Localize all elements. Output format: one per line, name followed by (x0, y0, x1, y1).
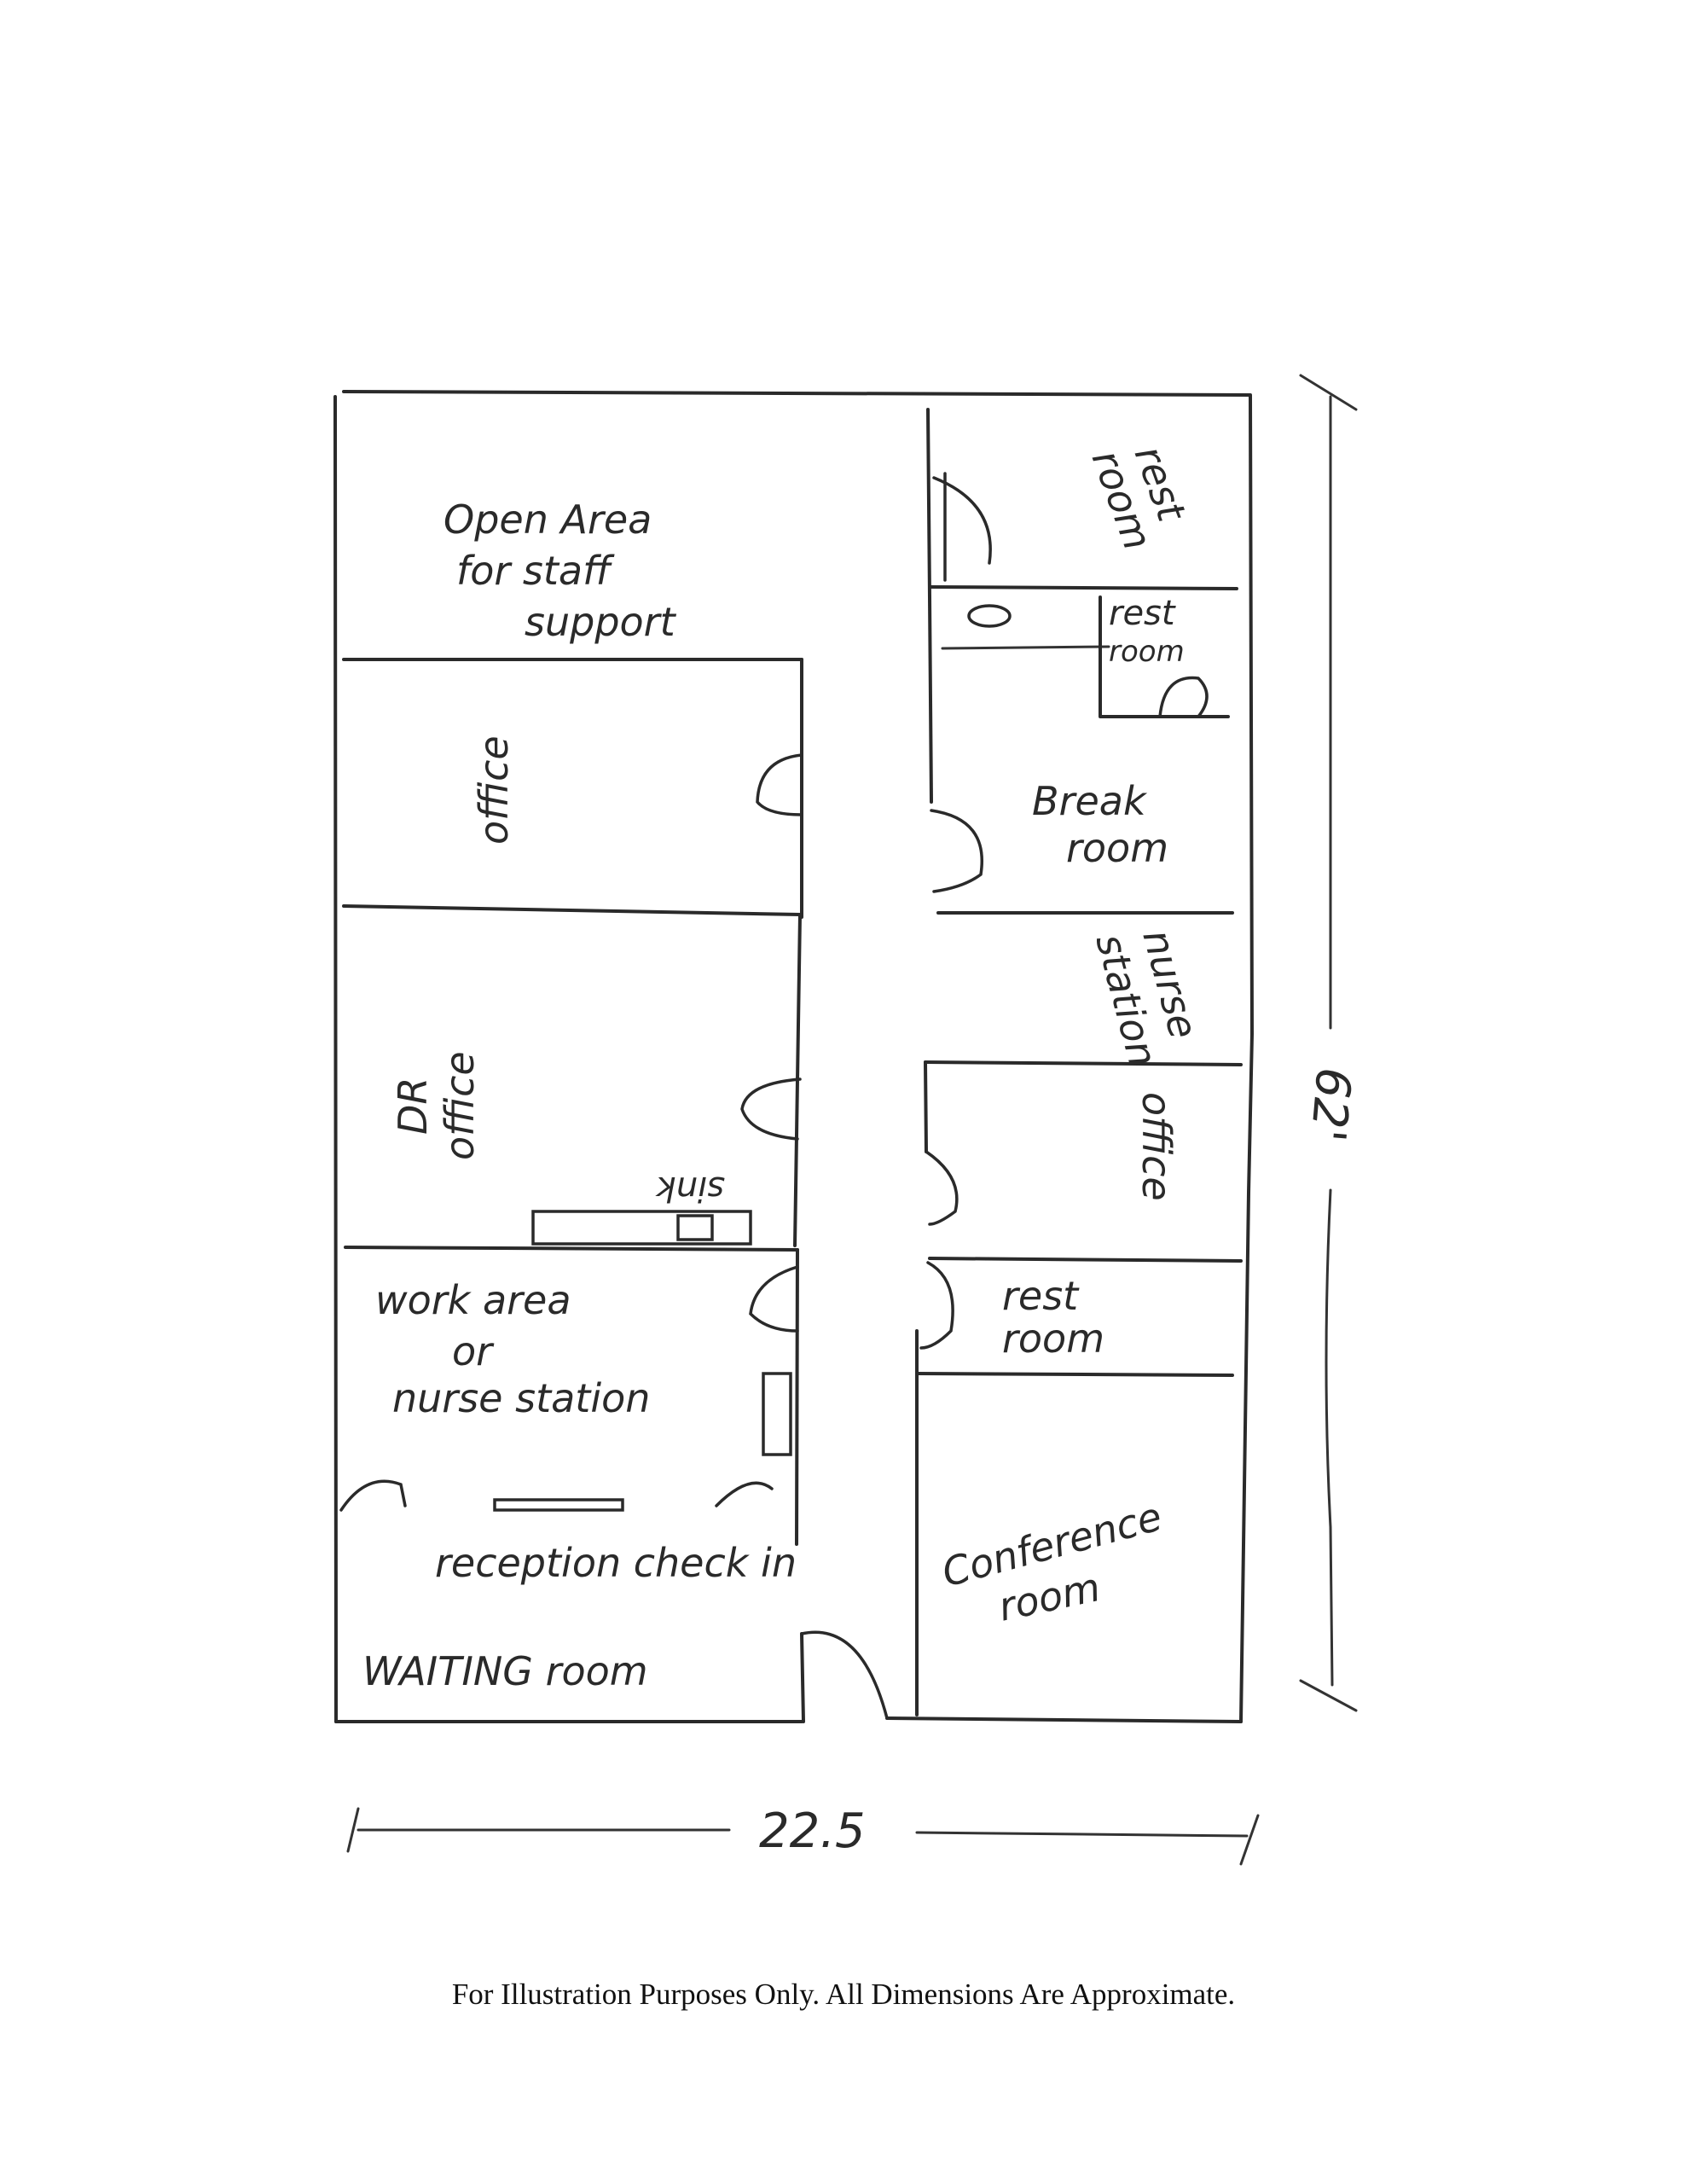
sink-basin (676, 1214, 714, 1241)
label-waiting-room: WAITING room (362, 1648, 648, 1694)
width-dimension-label: 22.5 (759, 1804, 866, 1859)
label-open-area-2: for staff (456, 548, 615, 594)
label-sink: sink (655, 1169, 725, 1208)
label-dr-office-1: DR (390, 1077, 436, 1135)
label-open-area-3: support (525, 599, 677, 645)
label-rest-room-2b: room (1109, 635, 1185, 669)
toilet (967, 604, 1012, 628)
label-rest-room-3a: rest (1002, 1273, 1080, 1319)
label-work-area-3: nurse station (392, 1375, 650, 1421)
sink-counter (531, 1210, 752, 1246)
disclaimer-caption: For Illustration Purposes Only. All Dime… (451, 1978, 1236, 2011)
label-office-2: office (1133, 1092, 1180, 1201)
label-dr-office-2: office (437, 1051, 483, 1160)
label-rest-room-3b: room (1002, 1316, 1104, 1362)
label-break-room-1: Break (1032, 778, 1148, 824)
label-work-area-1: work area (375, 1277, 571, 1323)
reception-counter (493, 1498, 624, 1512)
outer-walls (333, 390, 1254, 1723)
doors (339, 472, 1209, 1720)
height-dimension-label: 62' (1300, 1066, 1361, 1144)
label-rest-room-2a: rest (1109, 594, 1176, 633)
workstation-cabinet (762, 1372, 792, 1456)
label-work-area-2: or (452, 1328, 495, 1374)
room-labels: Open Area for staff support rest room re… (362, 439, 1207, 1694)
label-office-1: office (471, 735, 517, 845)
label-open-area-1: Open Area (443, 497, 652, 543)
fixtures (493, 604, 1012, 1512)
dimension-width: 22.5 (346, 1804, 1260, 1866)
label-break-room-2: room (1066, 825, 1168, 871)
right-partitions (915, 408, 1243, 1716)
label-reception: reception check in (435, 1540, 797, 1586)
dimension-height: 62' (1299, 374, 1361, 1712)
